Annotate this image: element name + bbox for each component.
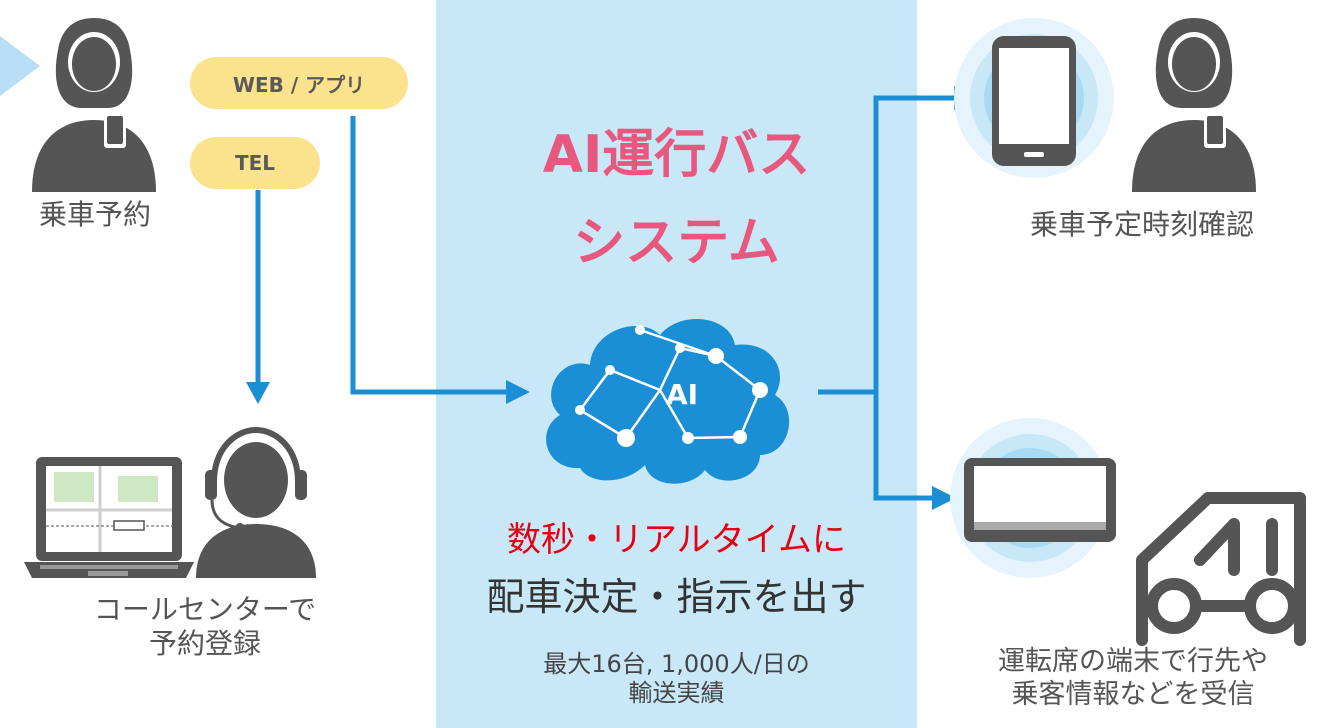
- incoming-arrow-tip: [0, 36, 40, 96]
- confirm-label: 乗車予定時刻確認: [1029, 208, 1254, 241]
- title-line1: AI運行バス: [542, 125, 811, 185]
- person-phone-icon: [32, 18, 156, 192]
- arrowhead-tablet: [932, 486, 956, 510]
- dispatch-text: 配車決定・指示を出す: [486, 575, 867, 619]
- ai-label: AI: [665, 378, 699, 411]
- stats-line1: 最大16台, 1,000人/日の: [543, 650, 810, 678]
- web-to-ai-arrow: [350, 116, 508, 395]
- arrowhead-callcenter: [246, 382, 270, 404]
- callcenter-label: コールセンターで 予約登録: [80, 593, 330, 661]
- flow-arrows: [255, 95, 956, 501]
- headset-operator-icon: [196, 426, 316, 578]
- tel-pill: TEL: [190, 137, 320, 189]
- smartphone-icon: [954, 18, 1114, 178]
- person-phone-icon-right: [1132, 18, 1256, 192]
- laptop-map-icon: [24, 457, 194, 578]
- driver-label-line1: 運転席の端末で行先や: [998, 646, 1268, 677]
- reserve-label: 乗車予約: [38, 198, 151, 231]
- title-line2: システム: [573, 213, 780, 273]
- ai-to-tablet-arrow: [873, 392, 934, 501]
- realtime-text: 数秒・リアルタイムに: [507, 520, 846, 560]
- driver-label-line2: 乗客情報などを受信: [1011, 678, 1255, 710]
- callcenter-label-line1: コールセンターで: [93, 593, 317, 626]
- callcenter-label-line2: 予約登録: [148, 627, 261, 661]
- ai-to-phone-arrow: [873, 95, 956, 392]
- stats-text: 最大16台, 1,000人/日の 輸送実績: [436, 650, 917, 709]
- stats-line2: 輸送実績: [628, 679, 725, 708]
- arrowhead-ai: [506, 380, 530, 404]
- ai-brain-cloud-icon: [546, 318, 790, 484]
- driver-label: 運転席の端末で行先や 乗客情報などを受信: [958, 646, 1308, 712]
- bus-icon: [1136, 492, 1306, 646]
- web-app-pill: WEB / アプリ: [190, 57, 408, 109]
- tablet-icon: [950, 418, 1116, 578]
